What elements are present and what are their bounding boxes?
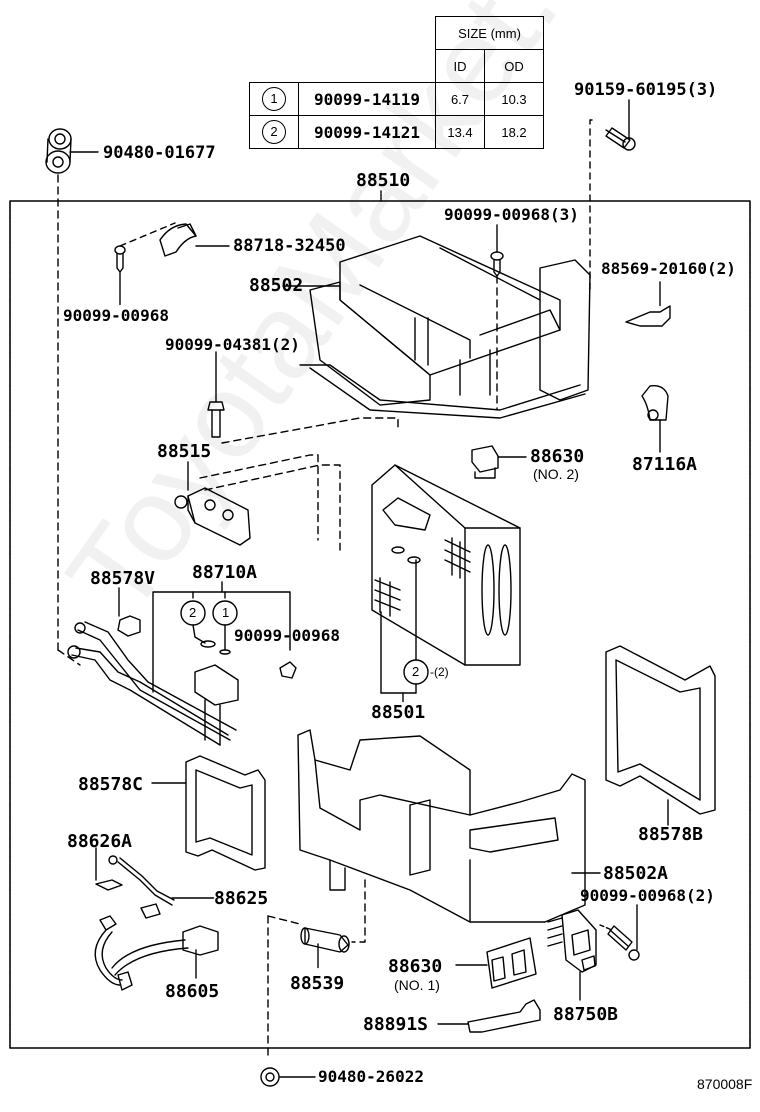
- grommet-icon: [260, 1067, 280, 1087]
- upper-case-88502: [299, 235, 591, 419]
- part-label-90480-01677[interactable]: 90480-01677: [103, 143, 216, 163]
- clip-icon: [117, 615, 141, 637]
- part-label-90099-00968-b[interactable]: 90099-00968: [234, 626, 340, 645]
- size-od: 10.3: [484, 82, 544, 116]
- ref-2-88710A: 2: [189, 605, 197, 620]
- screw-icon: [114, 245, 126, 273]
- ref-circle-1: 1: [262, 87, 286, 111]
- col-id-header: ID: [435, 49, 485, 83]
- part-label-88625[interactable]: 88625: [214, 888, 269, 909]
- part-label-90099-04381[interactable]: 90099-04381(2): [165, 335, 300, 354]
- size-table: SIZE (mm) ID OD 1 90099-14119 6.7 10.3 2…: [249, 16, 544, 149]
- part-number-link[interactable]: 90099-14121: [298, 115, 436, 149]
- ref-circle-2-88501: [403, 659, 429, 685]
- assembly-frame: [9, 200, 751, 1049]
- part-label-90099-00968[interactable]: 90099-00968: [63, 306, 169, 325]
- bolt-icon: [279, 661, 297, 679]
- size-id: 13.4: [435, 115, 485, 149]
- clamp-icon: [641, 385, 669, 421]
- size-header: SIZE (mm): [435, 16, 544, 50]
- part-label-88578V[interactable]: 88578V: [90, 568, 156, 589]
- bolt-icon: [207, 401, 225, 438]
- evaporator-icon: [371, 464, 521, 666]
- ref-2-88501: 2: [412, 664, 420, 679]
- part-label-88502[interactable]: 88502: [249, 275, 304, 296]
- part-label-88891S[interactable]: 88891S: [363, 1014, 429, 1035]
- part-label-88578B[interactable]: 88578B: [638, 824, 704, 845]
- part-label-88750B[interactable]: 88750B: [553, 1004, 619, 1025]
- part-sublabel-no2: (NO. 2): [533, 466, 579, 482]
- bracket-icon: [467, 999, 541, 1033]
- part-label-88569-20160[interactable]: 88569-20160(2): [601, 259, 736, 278]
- part-label-88539[interactable]: 88539: [290, 973, 345, 994]
- table-row: 1 90099-14119 6.7 10.3: [249, 82, 544, 116]
- part-label-88502A[interactable]: 88502A: [603, 863, 669, 884]
- seal-88578B-icon: [605, 645, 716, 815]
- blower-resistor-icon: [547, 909, 597, 973]
- lower-case-88502A: [297, 729, 586, 923]
- ref-circle-2: 2: [262, 120, 286, 144]
- part-label-88515[interactable]: 88515: [157, 441, 212, 462]
- grommet-icon: [45, 128, 72, 174]
- screw-icon: [605, 127, 636, 151]
- part-label-90099-00968-3[interactable]: 90099-00968(3): [444, 205, 579, 224]
- sensor-rod-icon: [300, 927, 350, 953]
- part-label-90159-60195[interactable]: 90159-60195(3): [574, 80, 718, 100]
- part-label-88501[interactable]: 88501: [371, 702, 426, 723]
- clip-icon: [625, 305, 671, 327]
- refrigerant-tube-icon: [67, 621, 239, 746]
- part-label-88710A[interactable]: 88710A: [192, 562, 258, 583]
- relay-block-icon: [486, 937, 537, 989]
- size-table-header-row: SIZE (mm): [250, 16, 544, 50]
- part-label-88718-32450[interactable]: 88718-32450: [233, 236, 346, 256]
- part-label-90480-26022[interactable]: 90480-26022: [318, 1067, 424, 1086]
- qty-88501: -(2): [430, 665, 449, 679]
- expansion-valve-icon: [174, 487, 251, 546]
- part-label-88630-no1[interactable]: 88630: [388, 956, 443, 977]
- part-label-88510[interactable]: 88510: [356, 170, 411, 191]
- seal-88578C-icon: [185, 755, 266, 871]
- screw-icon: [607, 925, 640, 961]
- part-label-87116A[interactable]: 87116A: [632, 454, 698, 475]
- wire-harness-icon: [94, 915, 219, 991]
- part-label-90099-00968-2[interactable]: 90099-00968(2): [580, 886, 715, 905]
- part-label-88626A[interactable]: 88626A: [67, 831, 133, 852]
- table-row: 2 90099-14121 13.4 18.2: [249, 115, 544, 149]
- part-label-88605[interactable]: 88605: [165, 981, 220, 1002]
- sensor-icon: [95, 855, 175, 919]
- ref-1-88710A: 1: [222, 605, 230, 620]
- size-table-subheader-row: ID OD: [250, 49, 544, 83]
- part-label-88630-no2[interactable]: 88630: [530, 446, 585, 467]
- clip-icon: [159, 223, 197, 257]
- diagram-id: 870008F: [697, 1076, 753, 1092]
- part-sublabel-no1: (NO. 1): [394, 977, 440, 993]
- relay-icon: [471, 445, 499, 479]
- size-od: 18.2: [484, 115, 544, 149]
- part-label-88578C[interactable]: 88578C: [78, 774, 144, 795]
